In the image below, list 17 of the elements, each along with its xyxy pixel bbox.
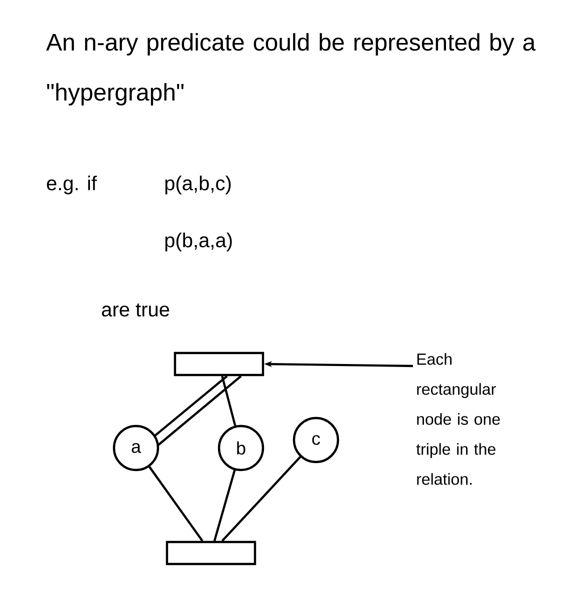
circle-node: a	[112, 424, 160, 472]
label-text: p(a,b,c)	[165, 176, 231, 194]
connector-line	[154, 375, 228, 437]
rectangle-node	[166, 540, 256, 566]
connector-line	[221, 376, 236, 426]
label-text: p(b,a,a)	[165, 232, 232, 252]
connector-line	[157, 375, 242, 446]
label-text: are true	[102, 303, 170, 317]
rectangle-node	[174, 352, 264, 376]
note-text: Each rectangular node is one triple in the relation.	[416, 353, 500, 485]
circle-node: b	[218, 424, 264, 472]
label-text: e.g. if	[46, 176, 97, 194]
connector-line	[221, 456, 302, 542]
circle-node: c	[292, 416, 340, 464]
connector-line	[213, 470, 236, 542]
connector-line	[148, 466, 204, 542]
title: An n-ary predicate could be represented by a "hypergraph"	[46, 33, 536, 106]
